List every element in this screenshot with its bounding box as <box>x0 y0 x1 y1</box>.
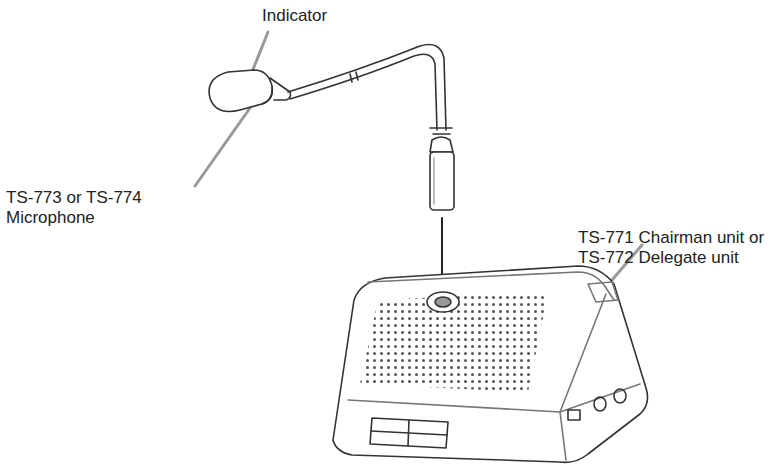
chairman-delegate-unit <box>333 266 648 462</box>
indicator-label: Indicator <box>262 6 382 26</box>
gooseneck <box>288 45 452 135</box>
unit-label: TS-771 Chairman unit or TS-772 Delegate … <box>578 228 770 268</box>
leader-line <box>252 32 268 72</box>
microphone-connector <box>430 137 454 210</box>
leader-line <box>195 108 250 186</box>
microphone-label: TS-773 or TS-774 Microphone <box>6 188 174 228</box>
microphone-head <box>209 70 290 112</box>
